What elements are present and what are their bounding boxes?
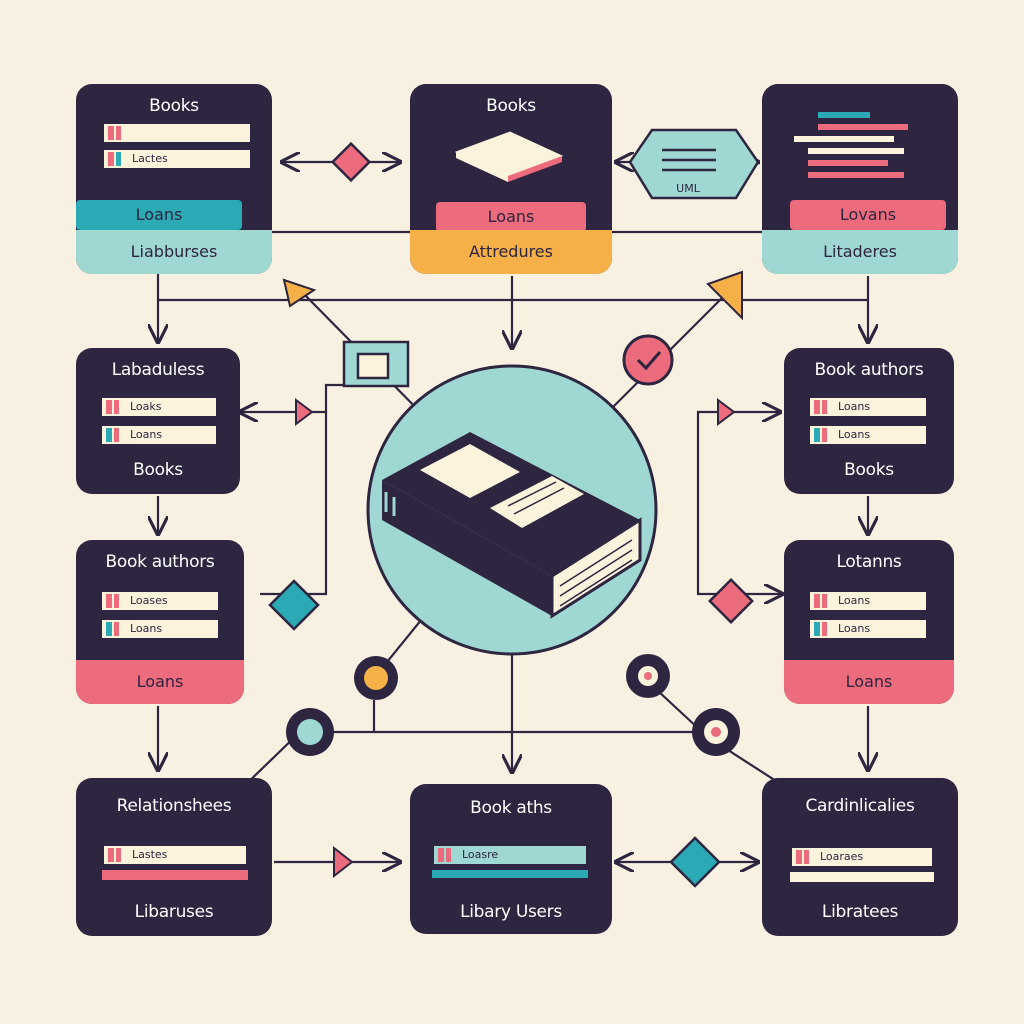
node-title: Book aths	[470, 798, 552, 818]
book-icon	[382, 432, 642, 619]
circle-node-icon	[354, 656, 398, 700]
band-label: Loans	[76, 660, 244, 704]
field-row: Lactes	[102, 148, 252, 170]
node-top-right[interactable]: Lovans Litaderes	[762, 84, 958, 274]
field-row: Loasre	[432, 844, 588, 866]
stack-line	[808, 172, 904, 178]
uml-hexagon: UML	[628, 128, 760, 200]
diamond-icon	[708, 578, 754, 624]
field-row: Loans	[808, 396, 928, 418]
node-bottom-left[interactable]: Relationshees Lastes Libaruses	[76, 778, 272, 936]
band-loans: Lovans	[790, 200, 946, 230]
stack-line	[808, 160, 888, 166]
node-mid-left[interactable]: Labaduless Loaks Loans Books	[76, 348, 240, 494]
node-footer: Books	[133, 460, 183, 480]
circle-node-icon	[692, 708, 740, 756]
arrow-icon	[333, 845, 354, 879]
stack-line	[818, 124, 908, 130]
band-label: Loans	[784, 660, 954, 704]
stack-line	[818, 112, 870, 118]
node-lower-right[interactable]: Lotanns Loans Loans Loans	[784, 540, 954, 704]
node-mid-right[interactable]: Book authors Loans Loans Books	[784, 348, 954, 494]
band-loans: Loans	[76, 200, 242, 230]
field-row: Loaraes	[790, 846, 934, 868]
node-footer: Libratees	[821, 902, 899, 922]
link-left-loop-2	[260, 412, 328, 596]
checkmark-icon	[622, 334, 674, 386]
arrow-icon	[282, 278, 317, 308]
field-row: Loans	[808, 618, 928, 640]
field-row	[102, 122, 252, 144]
field-row-accent	[102, 870, 248, 880]
node-footer: Books	[844, 460, 894, 480]
link-left-loop	[240, 383, 344, 412]
node-title: Books	[149, 96, 199, 116]
band-label: Attredures	[410, 230, 612, 274]
node-title: Relationshees	[116, 796, 232, 816]
diamond-icon	[669, 836, 721, 888]
node-title: Cardinlicalies	[805, 796, 915, 816]
arrow-icon	[706, 270, 743, 321]
field-row: Loaks	[100, 396, 218, 418]
node-footer: Libary Users	[460, 902, 562, 922]
circle-node-icon	[286, 708, 334, 756]
node-top-center[interactable]: Books Loans Attredures	[410, 84, 612, 274]
band-label: Litaderes	[762, 230, 958, 274]
node-title: Book authors	[105, 552, 215, 572]
link-lower-network	[239, 730, 791, 791]
field-row-accent	[432, 870, 588, 878]
node-title: Labaduless	[111, 360, 205, 380]
band-label: Liabburses	[76, 230, 272, 274]
arrow-icon	[295, 398, 314, 426]
field-row: Loases	[100, 590, 220, 612]
field-row: Loans	[808, 424, 928, 446]
field-row: Loans	[100, 618, 220, 640]
node-title: Lotanns	[836, 552, 902, 572]
node-title: Book authors	[814, 360, 924, 380]
diamond-icon	[330, 141, 372, 183]
circle-node-icon	[626, 654, 670, 698]
node-lower-left[interactable]: Book authors Loases Loans Loans	[76, 540, 244, 704]
book-icon	[454, 131, 564, 182]
node-title: Books	[486, 96, 536, 116]
band-loans: Loans	[436, 202, 586, 232]
node-bottom-right[interactable]: Cardinlicalies Loaraes Libratees	[762, 778, 958, 936]
stack-line	[794, 136, 894, 142]
node-footer: Libaruses	[134, 902, 214, 922]
uml-label: UML	[676, 182, 701, 195]
arrow-icon	[717, 398, 736, 426]
diamond-icon	[268, 579, 320, 631]
field-row: Loans	[100, 424, 218, 446]
field-row-accent	[790, 872, 934, 882]
field-row: Lastes	[102, 844, 248, 866]
square-node-icon	[342, 340, 410, 388]
stack-line	[808, 148, 904, 154]
link-right-loop	[696, 412, 782, 594]
node-top-left[interactable]: Books Lactes Loans Liabburses	[76, 84, 272, 274]
node-bottom-center[interactable]: Book aths Loasre Libary Users	[410, 784, 612, 934]
field-row: Loans	[808, 590, 928, 612]
